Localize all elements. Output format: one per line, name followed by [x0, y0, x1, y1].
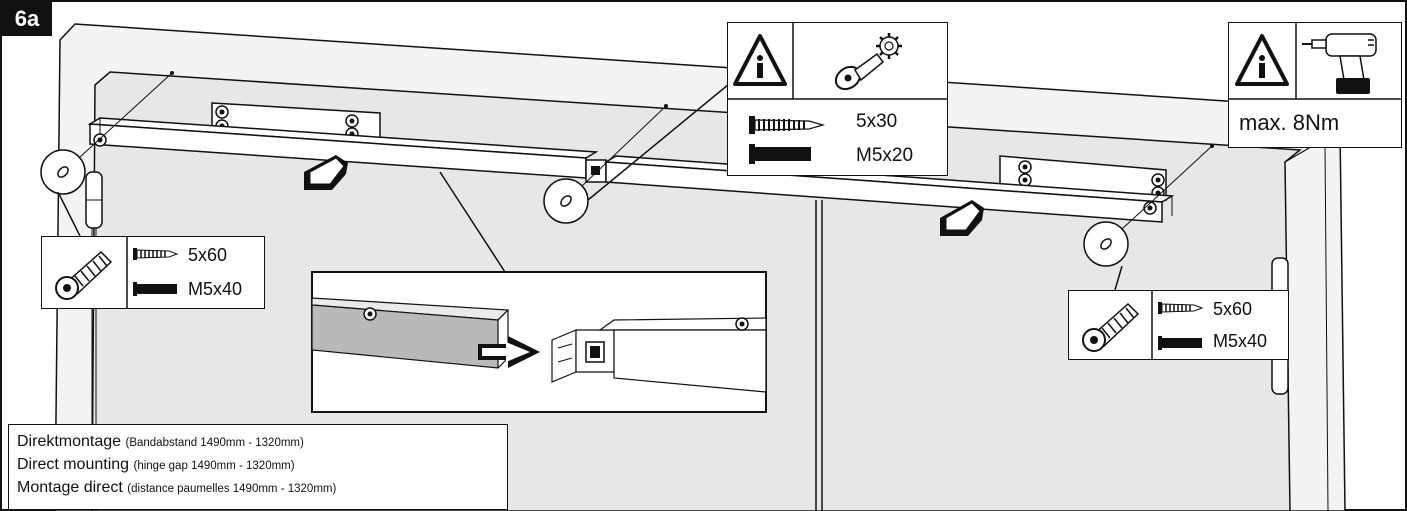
machine-screw-size-left: M5x40: [188, 279, 243, 299]
info-panel-right: max. 8Nm: [1227, 21, 1402, 148]
wood-screw-icon: [1157, 301, 1203, 314]
machine-screw-size-right: M5x40: [1213, 331, 1268, 351]
machine-screw-icon: [1157, 335, 1202, 350]
callout-circle-left: [40, 71, 174, 237]
warning-info-icon: [732, 33, 787, 86]
screw-panel-left-art: [54, 235, 178, 309]
caption-german-detail: (Bandabstand 1490mm - 1320mm): [125, 437, 304, 449]
screw-panel-left: 5x60 M5x40: [41, 235, 265, 309]
screw-panel-right-art: [1081, 289, 1203, 360]
screw-panel-right: 5x60 M5x40: [1068, 289, 1289, 360]
wood-screw-size-left: 5x60: [188, 245, 228, 265]
caption-english-main: Direct mounting: [17, 456, 130, 473]
locking-screw-icon: [834, 32, 902, 90]
warning-info-icon: [1234, 33, 1289, 86]
wood-screw-size-right: 5x60: [1213, 299, 1253, 319]
push-arrow-left: [304, 155, 348, 190]
machine-screw-icon: [748, 143, 811, 164]
screw-anchor-icon: [54, 250, 112, 300]
caption-english-detail: (hinge gap 1490mm - 1320mm): [133, 460, 295, 472]
wood-screw-icon: [748, 115, 825, 134]
info-panel-center: 5x30 M5x20: [726, 21, 948, 176]
caption-english: Direct mounting (hinge gap 1490mm - 1320…: [17, 454, 499, 477]
cordless-drill-icon: [1301, 32, 1377, 94]
caption-german-main: Direktmontage: [17, 433, 122, 450]
push-arrow-right: [940, 200, 984, 236]
torque-limit-label: max. 8Nm: [1239, 110, 1340, 135]
machine-screw-icon: [132, 281, 177, 296]
caption-french-main: Montage direct: [17, 479, 123, 496]
caption-french-detail: (distance paumelles 1490mm - 1320mm): [127, 483, 337, 495]
callout-circle-center: [543, 74, 741, 224]
info-panel-center-art: [726, 21, 948, 164]
caption-german: Direktmontage (Bandabstand 1490mm - 1320…: [17, 431, 499, 454]
callout-circle-right: [1083, 144, 1214, 291]
caption-french: Montage direct (distance paumelles 1490m…: [17, 477, 499, 500]
info-panel-right-art: [1227, 21, 1402, 100]
wood-screw-size-center: 5x30: [856, 111, 898, 132]
wood-screw-icon: [132, 247, 178, 260]
slide-rail-left: [87, 117, 599, 179]
detail-leader: [439, 171, 506, 273]
mounting-caption: Direktmontage (Bandabstand 1490mm - 1320…: [8, 424, 508, 510]
screw-anchor-icon: [1081, 302, 1139, 352]
machine-screw-size-center: M5x20: [856, 145, 914, 166]
detail-inset: [311, 271, 767, 413]
step-label: 6a: [2, 2, 52, 36]
